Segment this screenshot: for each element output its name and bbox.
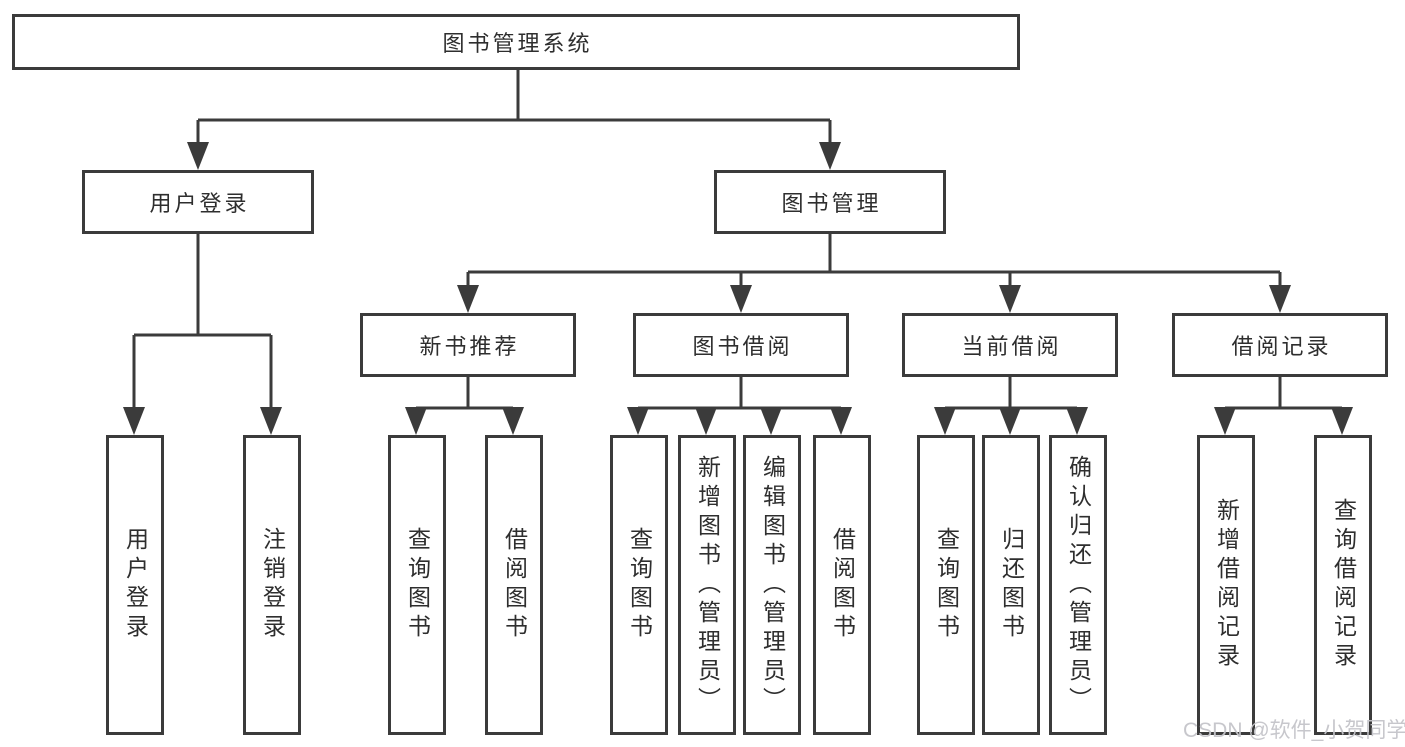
leaf-confirm-return-admin: 确认归还（管理员） [1049, 435, 1107, 735]
node-current-borrowing: 当前借阅 [902, 313, 1118, 377]
arrowhead [934, 407, 956, 435]
edge-brw-to-leaves [636, 377, 843, 411]
node-label: 确认归还（管理员） [1065, 454, 1092, 716]
node-label: 新书推荐 [419, 334, 520, 359]
node-label: 注销登录 [259, 527, 286, 643]
edge-login-to-leaves [132, 234, 273, 409]
node-label: 当前借阅 [961, 334, 1062, 359]
leaf-return-book: 归还图书 [982, 435, 1040, 735]
leaf-borrow-books: 借阅图书 [813, 435, 871, 735]
node-label: 借阅记录 [1231, 334, 1332, 359]
node-label: 图书借阅 [692, 334, 793, 359]
arrowhead [695, 407, 717, 435]
leaf-add-book-admin: 新增图书（管理员） [678, 435, 736, 735]
node-label: 查询图书 [933, 527, 960, 643]
arrowhead [187, 142, 209, 170]
arrowhead [502, 407, 524, 435]
edge-root-to-level2 [196, 70, 832, 145]
node-label: 图书管理 [781, 191, 882, 216]
arrowhead [830, 407, 852, 435]
node-book-borrowing: 图书借阅 [633, 313, 849, 377]
node-user-login: 用户登录 [82, 170, 314, 234]
arrowhead [1331, 407, 1353, 435]
arrowhead [123, 407, 145, 435]
node-library-management-system: 图书管理系统 [12, 14, 1020, 70]
node-label: 用户登录 [149, 191, 250, 216]
arrowhead [999, 407, 1021, 435]
arrowhead [260, 407, 282, 435]
leaf-logout: 注销登录 [243, 435, 301, 735]
arrowhead [999, 285, 1021, 313]
csdn-watermark: CSDN @软件_小贺同学 [1183, 719, 1405, 742]
node-label: 编辑图书（管理员） [759, 454, 786, 716]
arrowhead [1066, 407, 1088, 435]
edge-hist-to-leaves [1223, 377, 1344, 411]
node-label: 归还图书 [998, 527, 1025, 643]
leaf-edit-book-admin: 编辑图书（管理员） [743, 435, 801, 735]
node-label: 借阅图书 [829, 527, 856, 643]
node-label: 查询图书 [626, 527, 653, 643]
arrowhead [819, 142, 841, 170]
node-label: 用户登录 [122, 527, 149, 643]
edge-rec-to-leaves [414, 377, 515, 411]
leaf-add-borrow-record: 新增借阅记录 [1197, 435, 1255, 735]
arrowhead [1214, 407, 1236, 435]
arrowhead [405, 407, 427, 435]
leaf-query-books: 查询图书 [388, 435, 446, 735]
leaf-user-login: 用户登录 [106, 435, 164, 735]
arrowheads [123, 142, 1353, 435]
leaf-query-borrow-record: 查询借阅记录 [1314, 435, 1372, 735]
edge-mgmt-to-level3 [466, 234, 1282, 287]
leaf-query-books: 查询图书 [610, 435, 668, 735]
node-new-book-recommendation: 新书推荐 [360, 313, 576, 377]
arrowhead [760, 407, 782, 435]
node-book-management: 图书管理 [714, 170, 946, 234]
arrowhead [627, 407, 649, 435]
edge-cur-to-leaves [943, 377, 1079, 411]
node-label: 查询图书 [404, 527, 431, 643]
node-label: 新增图书（管理员） [694, 454, 721, 716]
node-label: 借阅图书 [501, 527, 528, 643]
leaf-borrow-books: 借阅图书 [485, 435, 543, 735]
node-label: 新增借阅记录 [1213, 498, 1240, 672]
leaf-query-books: 查询图书 [917, 435, 975, 735]
arrowhead [730, 285, 752, 313]
node-label: 图书管理系统 [442, 31, 593, 56]
node-borrowing-records: 借阅记录 [1172, 313, 1388, 377]
arrowhead [1269, 285, 1291, 313]
node-label: 查询借阅记录 [1330, 498, 1357, 672]
arrowhead [457, 285, 479, 313]
